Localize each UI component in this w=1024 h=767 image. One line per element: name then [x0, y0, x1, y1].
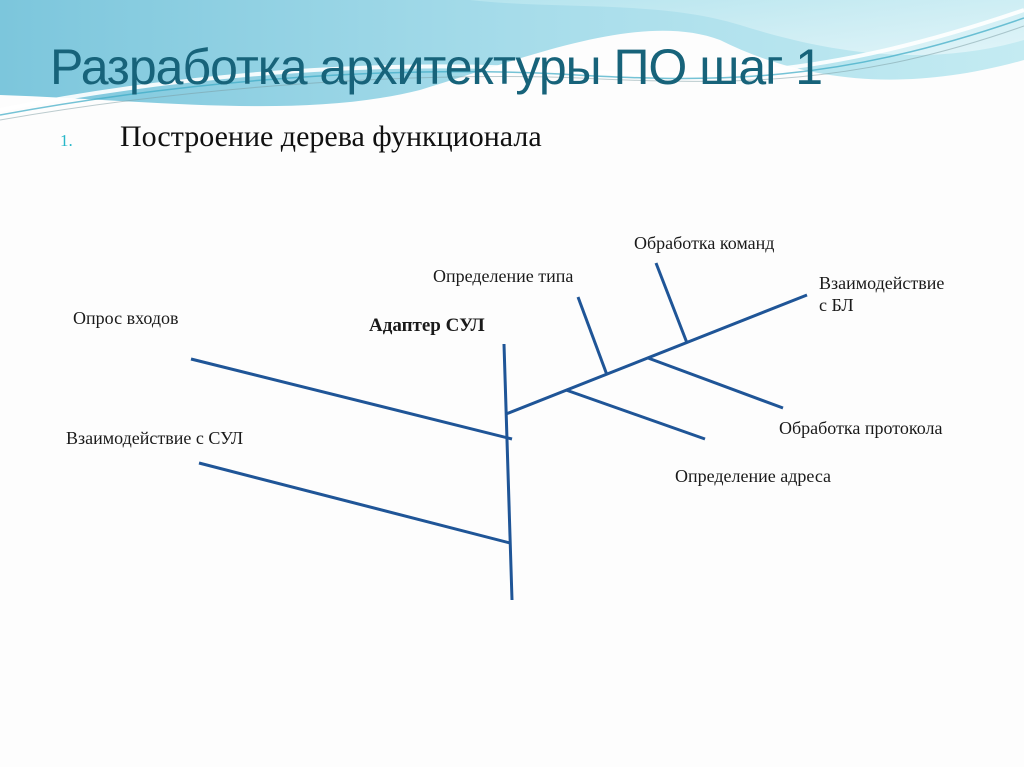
branch-protocol-processing	[647, 356, 784, 410]
node-bl-interaction-line2: с БЛ	[819, 295, 854, 315]
node-bl-interaction: Взаимодействие с БЛ	[819, 272, 944, 316]
node-command-processing: Обработка команд	[634, 233, 775, 253]
trunk-line	[502, 343, 514, 601]
branch-type-detection	[576, 296, 609, 376]
branch-command-processing	[654, 262, 689, 344]
node-address-detection: Определение адреса	[675, 466, 832, 486]
header-wave-background	[0, 0, 1024, 121]
list-item-text: Построение дерева функционала	[120, 120, 542, 153]
branch-address-detection	[565, 388, 706, 441]
node-sul-interaction: Взаимодействие с СУЛ	[66, 428, 244, 448]
node-polling-inputs: Опрос входов	[73, 308, 179, 328]
list-number: 1.	[60, 131, 73, 150]
node-protocol-processing: Обработка протокола	[779, 418, 943, 438]
branch-sul-interaction	[198, 461, 511, 545]
list-item: 1. Построение дерева функционала	[60, 120, 542, 154]
slide-title: Разработка архитектуры ПО шаг 1	[50, 39, 823, 95]
node-bl-interaction-line1: Взаимодействие	[819, 273, 945, 293]
branch-polling-inputs	[190, 357, 513, 441]
node-type-detection: Определение типа	[433, 266, 574, 286]
branch-right-main	[505, 293, 808, 416]
node-root-adapter: Адаптер СУЛ	[369, 315, 485, 336]
